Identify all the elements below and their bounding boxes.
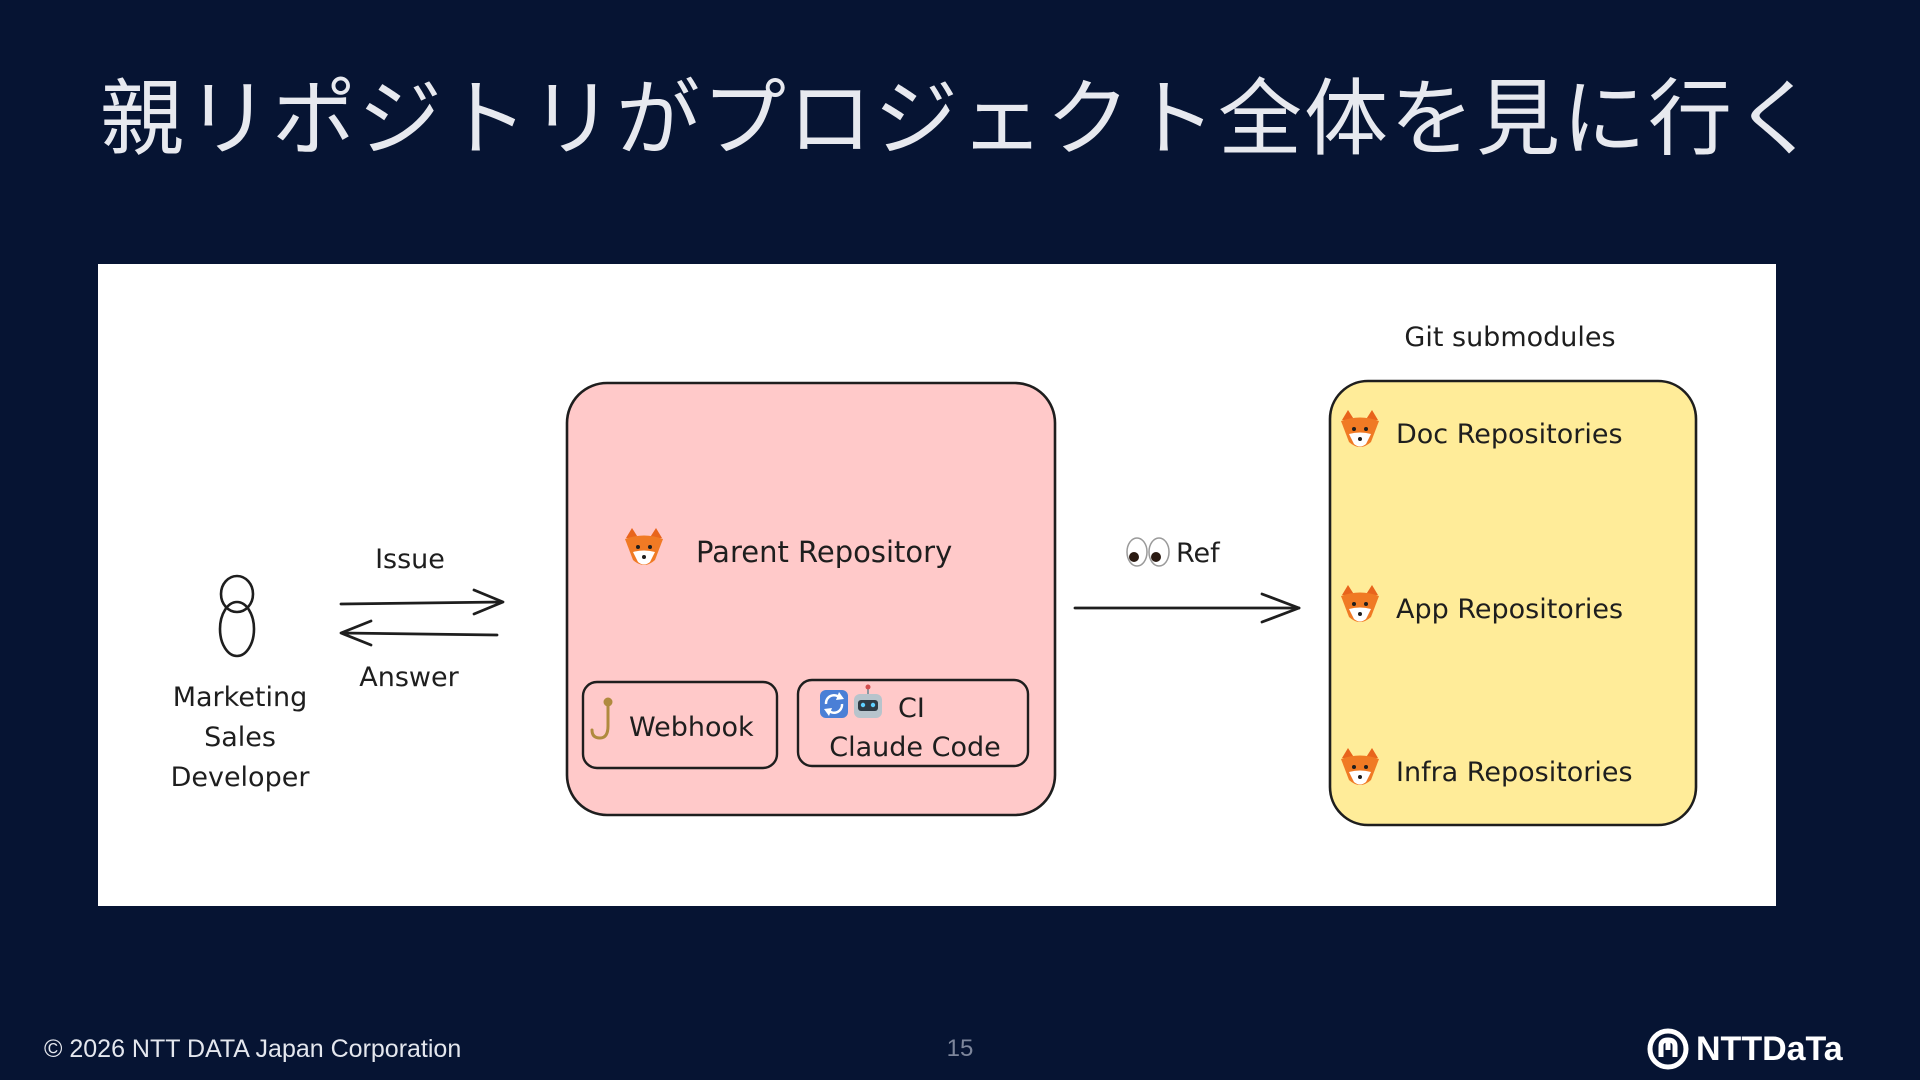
webhook-box [581,680,779,770]
answer-arrow-label: Answer [359,662,459,693]
ref-arrow [1073,592,1301,624]
fox-icon [1341,748,1379,785]
slide-title: 親リポジトリがプロジェクト全体を見に行く [99,70,1820,168]
diagram-panel: Marketing Sales Developer Issue Answer [98,264,1776,906]
ntt-data-logo: NTTDaTa [1646,1026,1843,1072]
ntt-data-logo-text: NTTDaTa [1696,1030,1843,1068]
copyright-notice: © 2026 NTT DATA Japan Corporation [44,1035,462,1063]
ci-label: CI [898,693,925,724]
actor-role-sales: Sales [204,722,276,753]
parent-repository-label: Parent Repository [696,535,952,569]
issue-arrow-label: Issue [375,544,445,575]
issue-arrow [339,588,505,616]
submodules-heading: Git submodules [1404,322,1615,353]
submodules-box [1328,379,1698,827]
webhook-label: Webhook [629,712,754,743]
ci-claude-code-label: Claude Code [829,732,1000,763]
actor-role-marketing: Marketing [173,682,308,713]
fox-icon [1341,585,1379,622]
hook-icon [590,697,613,740]
eyes-icon [1126,537,1170,567]
robot-icon [854,684,882,718]
fox-icon [625,528,663,565]
fox-icon [1341,410,1379,447]
ref-arrow-label: Ref [1176,538,1221,569]
actor-role-developer: Developer [171,762,311,793]
ntt-data-logo-mark-icon [1647,1028,1689,1070]
refresh-icon [820,690,848,718]
app-repositories-label: App Repositories [1396,594,1623,625]
architecture-diagram: Marketing Sales Developer Issue Answer [171,322,1698,827]
doc-repositories-label: Doc Repositories [1396,419,1623,450]
ci-box [796,678,1030,768]
person-icon [218,574,256,658]
parent-repository-box [565,381,1057,817]
page-number: 15 [946,1035,974,1062]
infra-repositories-label: Infra Repositories [1396,757,1633,788]
answer-arrow [339,619,499,647]
